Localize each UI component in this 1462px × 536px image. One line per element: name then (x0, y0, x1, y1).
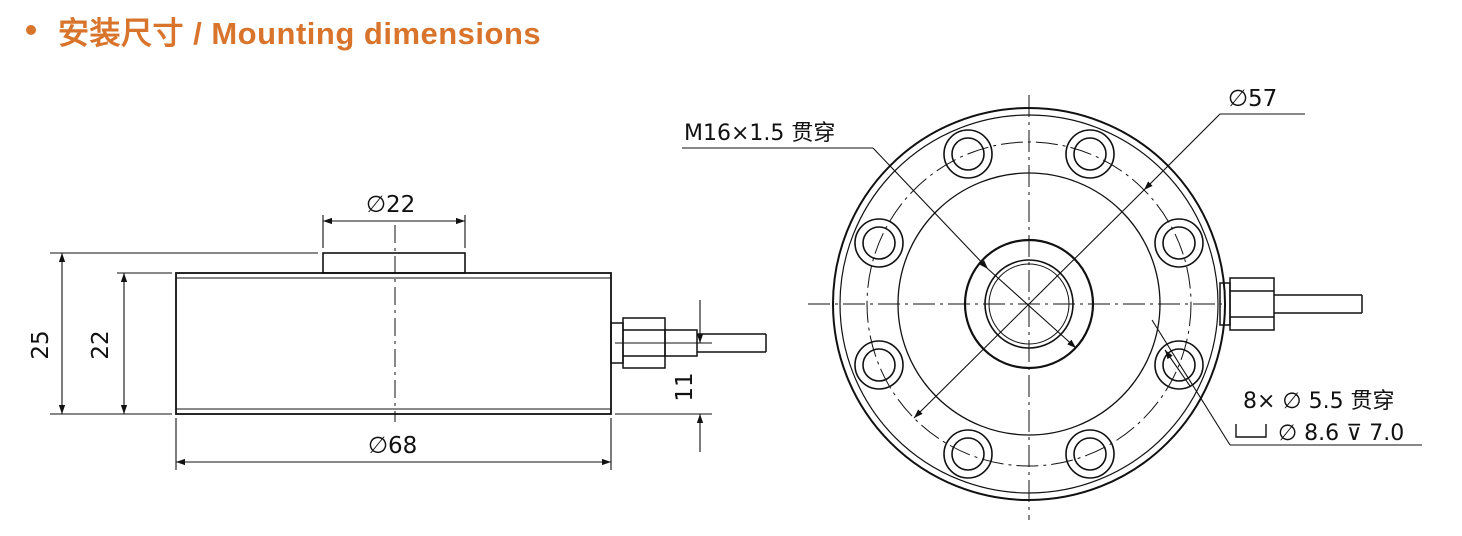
dim-body-diameter (175, 418, 612, 470)
total-height-label: 25 (28, 330, 54, 359)
side-view (50, 215, 767, 470)
mounting-hole (1154, 218, 1204, 268)
dim-body-height (117, 272, 172, 414)
center-thread-hole (984, 259, 1074, 349)
through-holes-label: 8× ∅ 5.5 贯穿 (1243, 389, 1395, 414)
counterbore-symbol (1235, 424, 1267, 438)
section-header: 安装尺寸 / Mounting dimensions (26, 8, 541, 52)
mounting-hole (854, 340, 904, 390)
bolt-circle-label: ∅57 (1228, 86, 1277, 112)
dim-bolt-circle (913, 113, 1305, 419)
outer-rim (832, 107, 1226, 501)
mounting-hole (943, 129, 993, 179)
top-cable-gland (1219, 277, 1363, 331)
mounting-hole (854, 218, 904, 268)
mounting-hole (1065, 429, 1115, 479)
dim-cable-offset (615, 300, 712, 452)
bullet-icon (26, 25, 36, 35)
boss-diameter-label: ∅22 (366, 192, 415, 218)
center-hub (963, 238, 1095, 370)
section-title: 安装尺寸 / Mounting dimensions (58, 15, 542, 51)
dim-total-height (50, 252, 318, 415)
dim-boss-diameter (322, 215, 466, 248)
mounting-hole (1154, 340, 1204, 390)
mounting-hole (943, 429, 993, 479)
center-thread-label: M16×1.5 贯穿 (684, 121, 835, 146)
body-diameter-label: ∅68 (368, 433, 417, 459)
cable-offset-label: 11 (672, 372, 698, 401)
bolt-circle (866, 141, 1192, 467)
mounting-hole (1065, 129, 1115, 179)
mounting-holes (854, 129, 1204, 479)
top-view (682, 95, 1422, 520)
dim-through-holes (1151, 319, 1422, 446)
body-height-label: 22 (88, 330, 114, 359)
dim-center-thread (682, 147, 1077, 349)
center-boss (322, 252, 466, 274)
counterbore-label: ∅ 8.6 ⊽ 7.0 (1278, 421, 1404, 446)
cell-body (175, 272, 612, 415)
